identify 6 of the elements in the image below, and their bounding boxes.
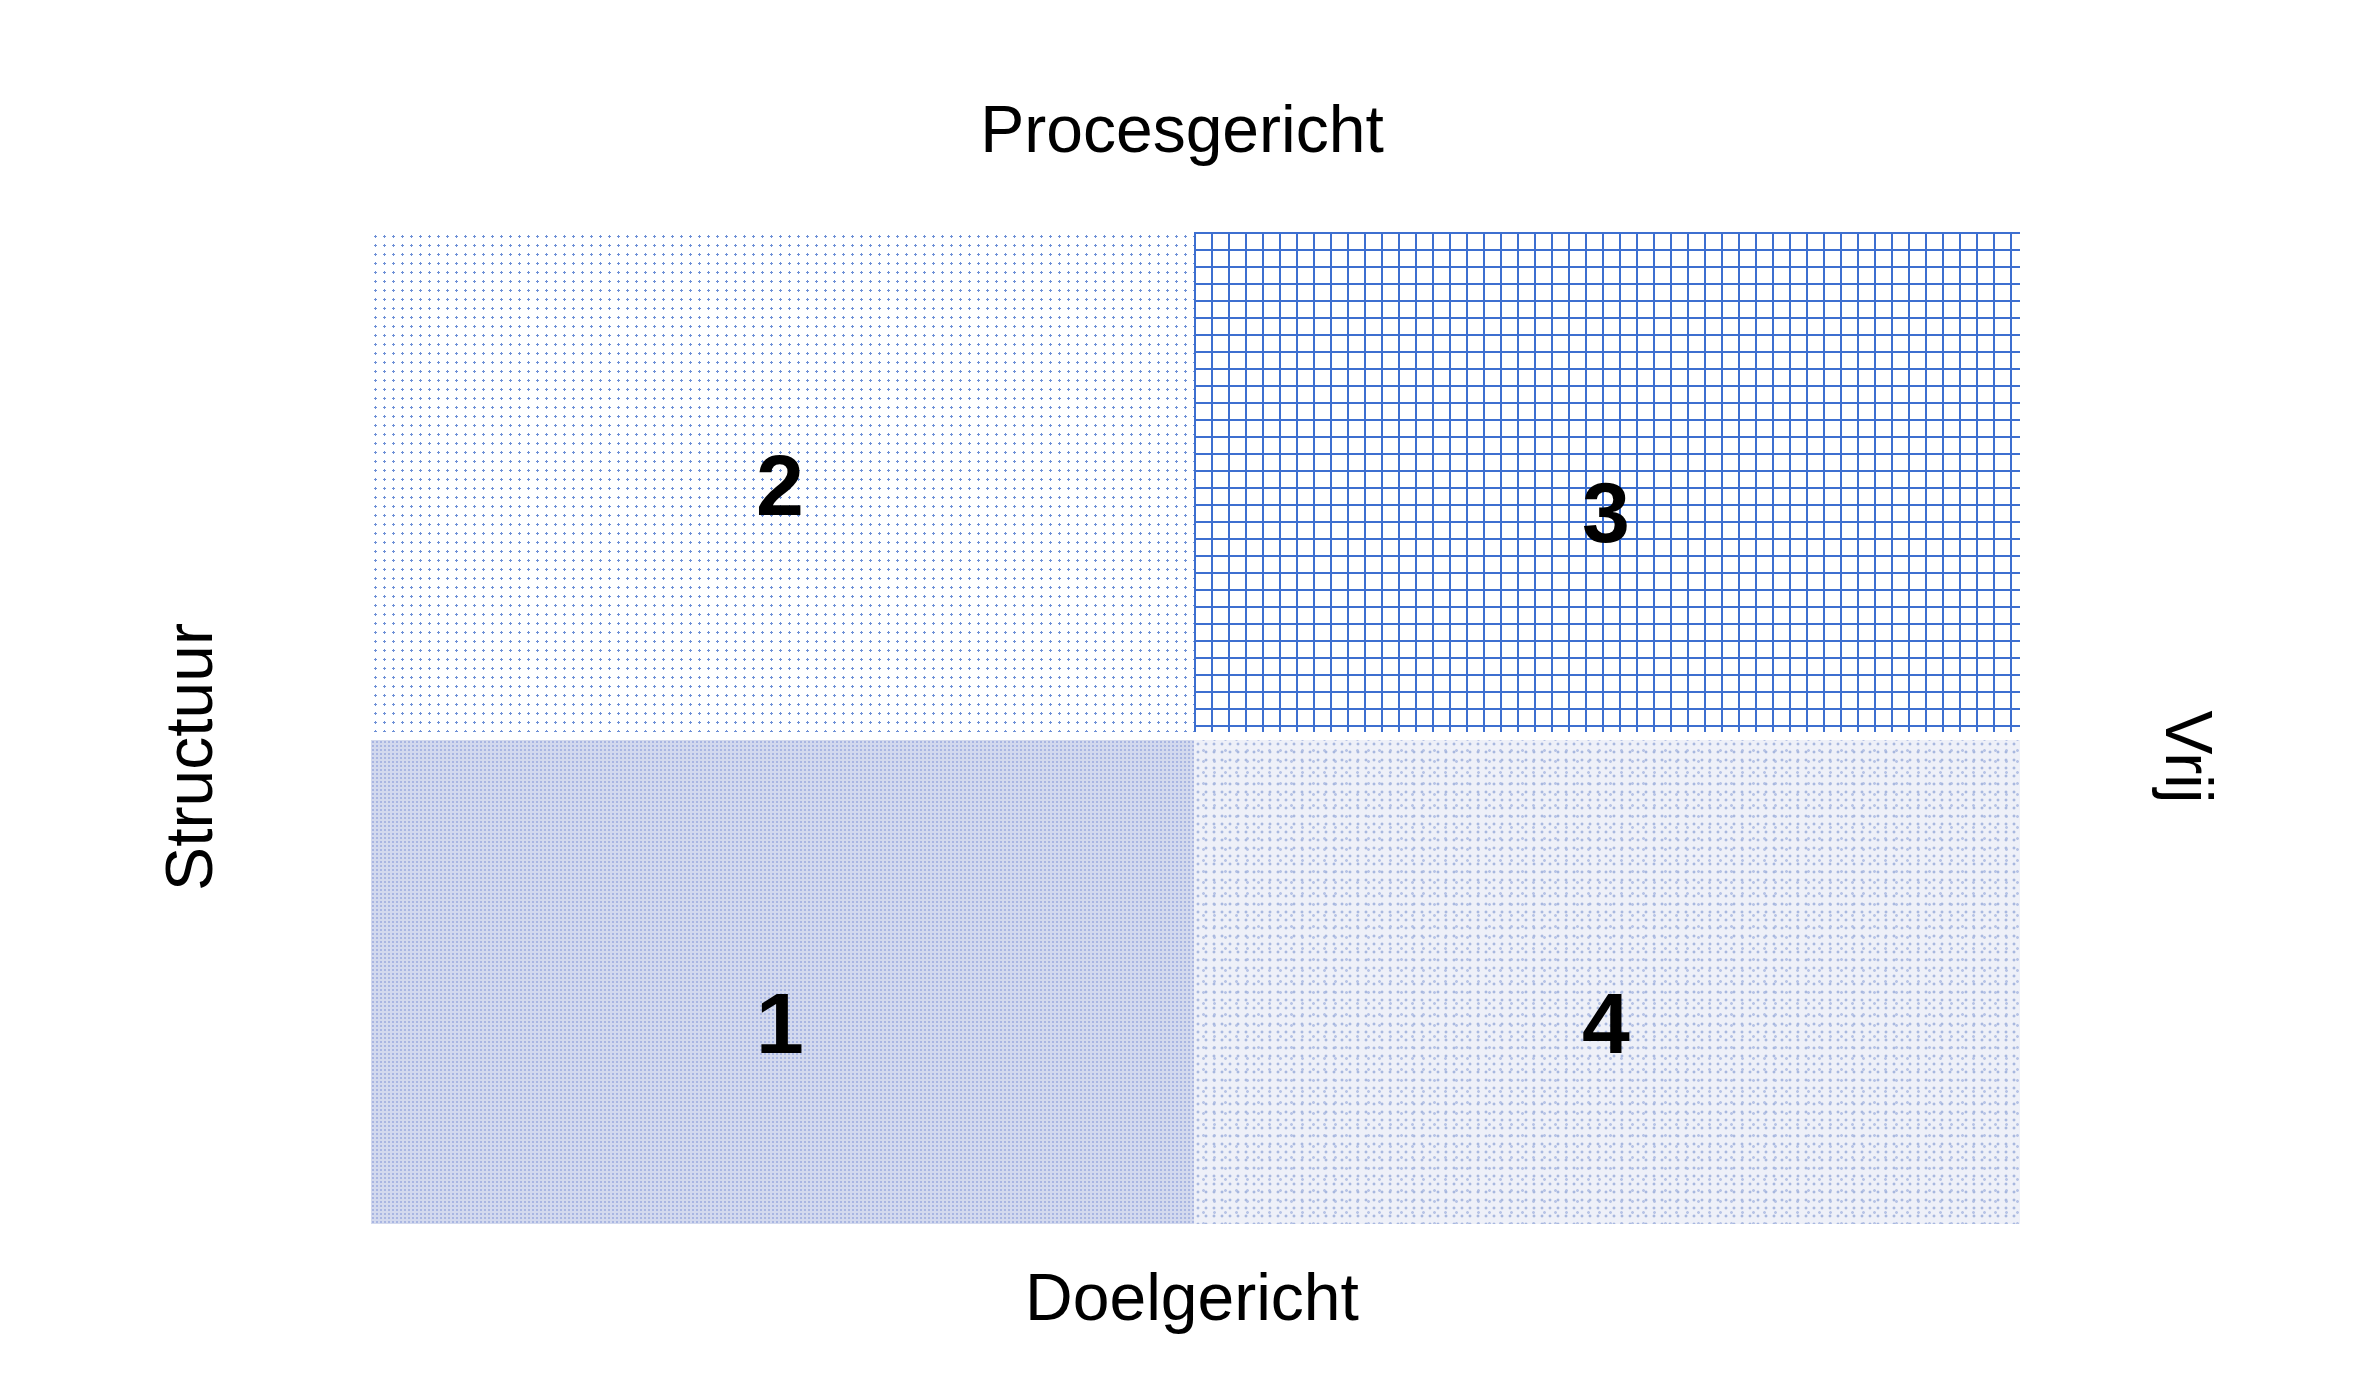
quadrant-panel — [371, 740, 1194, 1224]
quadrant-number: 1 — [756, 980, 804, 1066]
quadrant-number: 4 — [1582, 980, 1630, 1066]
quadrant-panel — [1194, 740, 2020, 1224]
axis-label: Structuur — [156, 623, 222, 891]
quadrant-number: 2 — [756, 442, 804, 528]
